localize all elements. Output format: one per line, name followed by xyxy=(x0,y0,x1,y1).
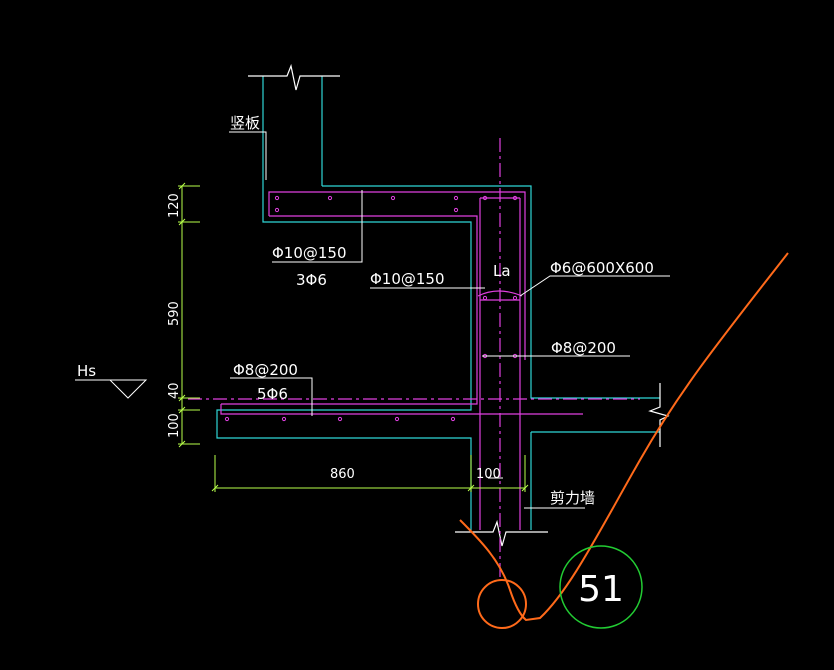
rebar xyxy=(188,138,640,580)
dim-860: 860 xyxy=(330,467,355,482)
dim-100-horizontal: 100 xyxy=(476,467,501,482)
concrete-outline xyxy=(216,76,660,530)
dim-40: 40 xyxy=(167,382,182,399)
detail-bubble-circle xyxy=(559,545,643,629)
label-rebar-top: Φ10@150 xyxy=(272,244,347,262)
dimension-texts: 120 590 40 100 860 100 xyxy=(167,193,501,482)
text-labels: 竖板 Φ10@150 3Φ6 Φ10@150 La Φ6@600X600 Φ8@… xyxy=(77,114,654,507)
dimension-lines xyxy=(178,182,529,492)
label-rebar-wall: Φ8@200 xyxy=(551,339,616,357)
label-tie-bar: Φ6@600X600 xyxy=(550,259,654,277)
leader-lines xyxy=(75,131,670,509)
detail-bubble-number: 51 xyxy=(578,569,624,610)
label-rebar-inner: Φ10@150 xyxy=(370,270,445,288)
label-shear-wall: 剪力墙 xyxy=(550,489,595,507)
label-rebar-bottom-dist: 5Φ6 xyxy=(257,385,288,403)
dim-100-vertical: 100 xyxy=(167,413,182,438)
label-rebar-top-dist: 3Φ6 xyxy=(296,271,327,289)
label-vertical-slab: 竖板 xyxy=(230,114,260,132)
label-anchorage: La xyxy=(493,262,511,280)
break-lines xyxy=(248,63,670,547)
dim-120: 120 xyxy=(167,193,182,218)
label-rebar-bottom: Φ8@200 xyxy=(233,361,298,379)
detail-bubble: 51 xyxy=(559,545,643,629)
label-water-level: Hs xyxy=(77,362,96,380)
hand-drawn-markup xyxy=(459,252,789,629)
dim-590: 590 xyxy=(167,301,182,326)
